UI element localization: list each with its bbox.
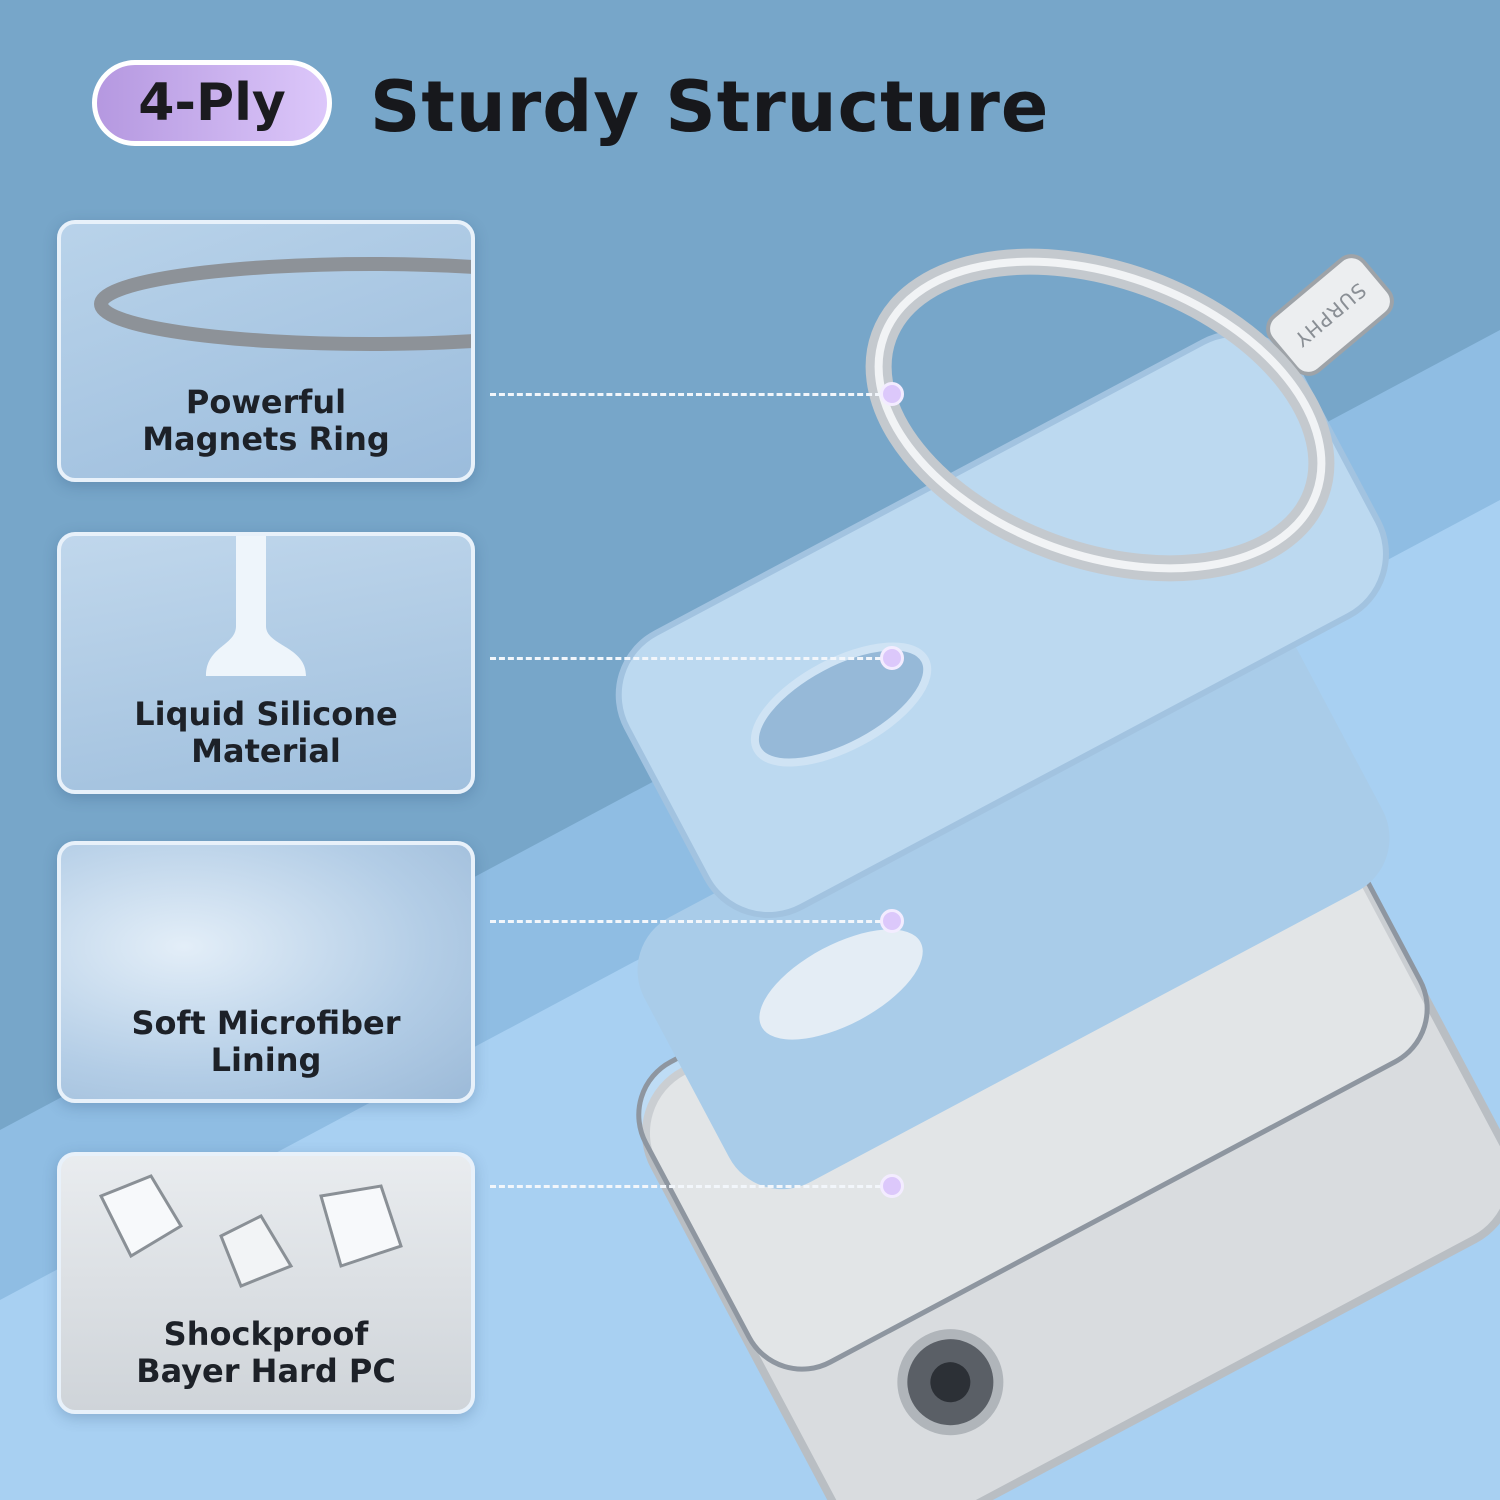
feature-label-line1: Soft Microfiber — [131, 1004, 401, 1042]
feature-label-line2: Bayer Hard PC — [136, 1352, 396, 1390]
feature-label-line2: Lining — [210, 1041, 322, 1079]
silicone-case-layer — [615, 330, 1389, 919]
feature-label-line2: Material — [191, 732, 341, 770]
connector-line — [490, 657, 890, 660]
crystal-icon — [98, 1174, 403, 1288]
feature-label-line1: Liquid Silicone — [134, 695, 398, 733]
connector-dot — [880, 1174, 904, 1198]
microfiber-layer — [637, 619, 1390, 1190]
silicone-drop-icon — [206, 536, 306, 676]
connector-line — [490, 1185, 890, 1188]
connector-line — [490, 393, 890, 396]
connector-dot — [880, 382, 904, 406]
feature-label-line2: Magnets Ring — [142, 420, 390, 458]
magnet-ring — [865, 248, 1394, 582]
feature-label-line1: Powerful — [185, 383, 347, 421]
connector-line — [490, 920, 890, 923]
connector-dot — [880, 646, 904, 670]
magnet-ring-icon — [94, 257, 471, 351]
connector-dot — [880, 909, 904, 933]
feature-label-line1: Shockproof — [163, 1315, 369, 1353]
ply-badge: 4-Ply — [92, 60, 332, 146]
page-title: Sturdy Structure — [370, 66, 1050, 148]
